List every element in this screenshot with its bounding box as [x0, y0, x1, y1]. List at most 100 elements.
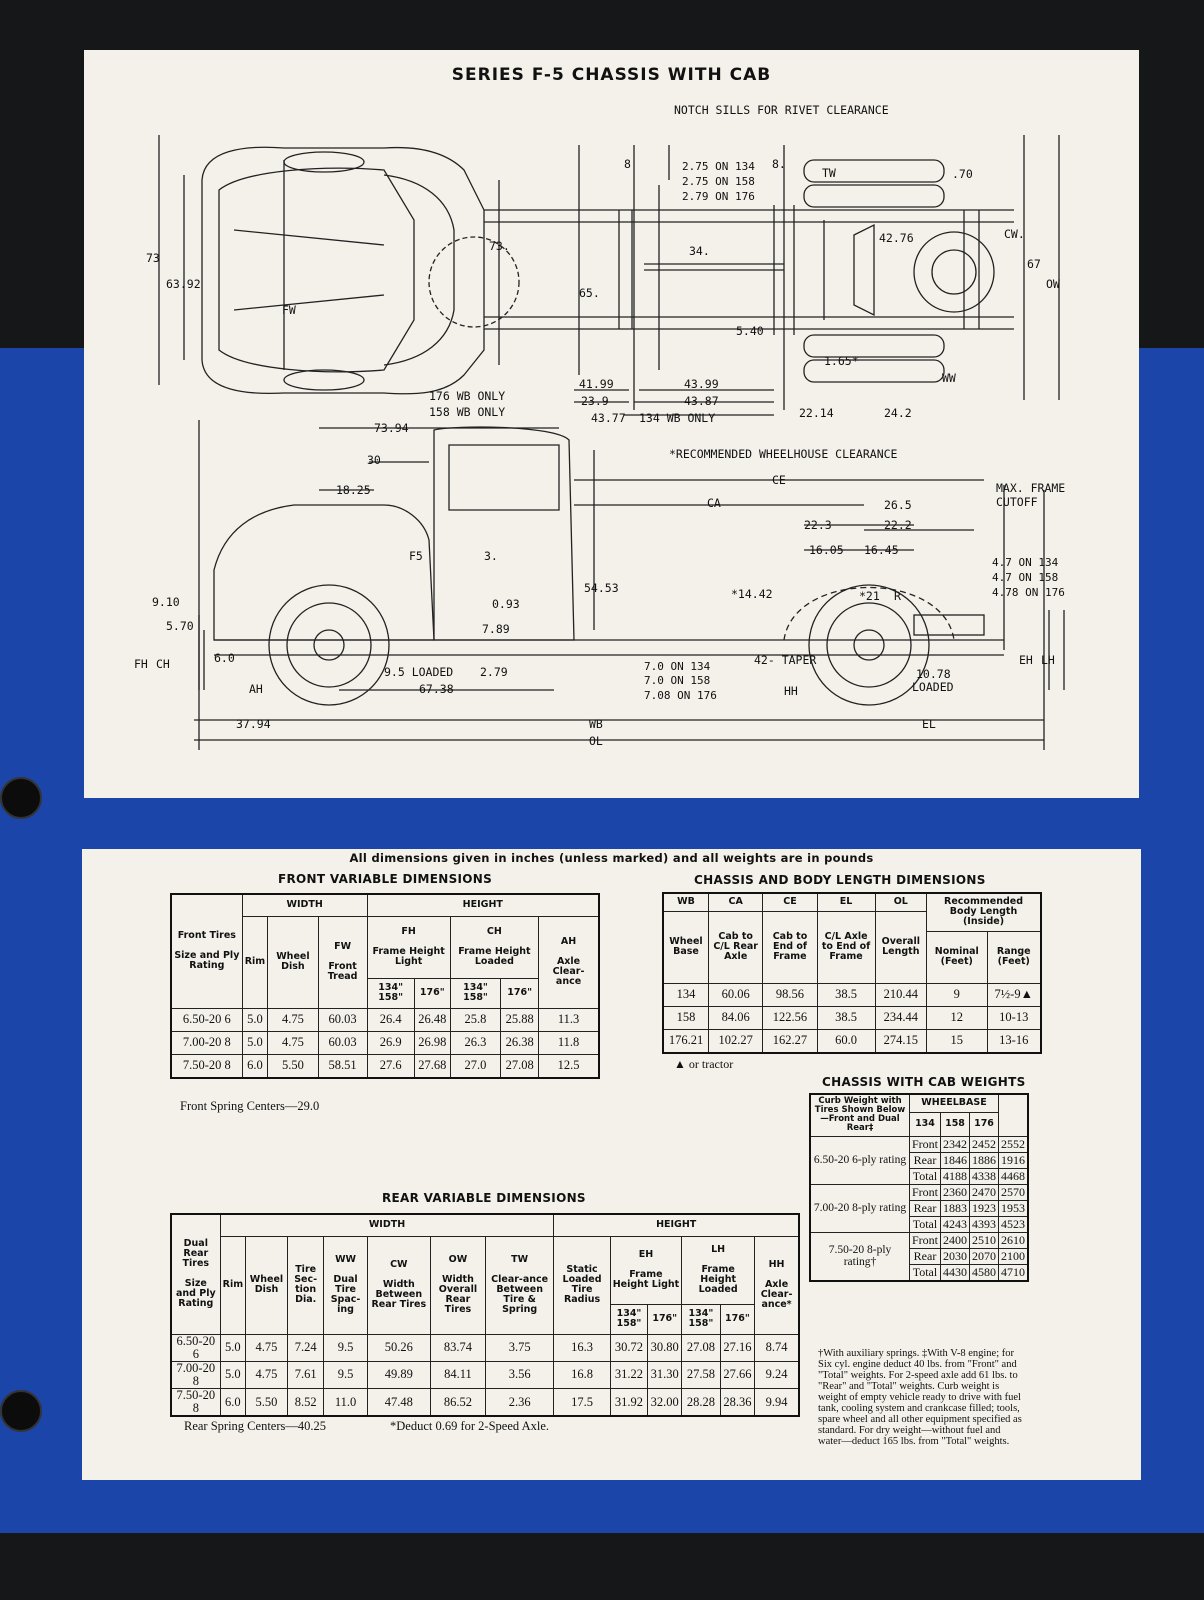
front-cell: 27.68 — [413, 1053, 451, 1078]
f5-label: F5 — [409, 549, 423, 563]
weights-cell: 4468 — [998, 1167, 1029, 1185]
weights-cell: 2070 — [969, 1247, 999, 1265]
chassis-diagram: NOTCH SILLS FOR RIVET CLEARANCE 8 8. 2.7… — [134, 103, 1065, 750]
rear-cell: 6.50-20 6 — [170, 1333, 221, 1362]
dim-4387: 43.87 — [684, 394, 719, 408]
front-cell: 5.0 — [241, 1007, 269, 1032]
hh-label: HH — [784, 684, 798, 698]
front-cell: 4.75 — [267, 1030, 319, 1055]
ow-label: OW — [1046, 277, 1060, 291]
rear-cell: 47.48 — [366, 1388, 431, 1417]
rear-h-static: Static Loaded Tire Radius — [553, 1235, 611, 1335]
fh-label: FH — [134, 657, 148, 671]
rear-cell: 5.0 — [219, 1333, 247, 1362]
rear-cell: 83.74 — [429, 1333, 486, 1362]
front-spring-note: Front Spring Centers—29.0 — [180, 1099, 320, 1113]
front-h-height: HEIGHT — [366, 893, 600, 917]
diagram-labels: NOTCH SILLS FOR RIVET CLEARANCE 8 8. 2.7… — [134, 103, 1065, 748]
front-cell: 58.51 — [317, 1053, 368, 1078]
tw-label: TW — [822, 166, 836, 180]
weights-h-176: 176 — [969, 1111, 999, 1137]
rear-cell: 27.66 — [719, 1360, 756, 1390]
front-cell: 26.9 — [366, 1030, 415, 1055]
front-cell: 26.48 — [413, 1007, 451, 1032]
length-cell: 158 — [662, 1005, 709, 1030]
dim-279b: 2.79 — [480, 665, 508, 679]
length-h-ol-desc: Overall Length — [874, 910, 928, 984]
length-cell: 15 — [926, 1028, 988, 1053]
front-cell: 26.38 — [500, 1030, 540, 1055]
front-h-fh-176: 176" — [413, 977, 451, 1009]
length-h-ce-desc: Cab to End of Frame — [762, 910, 818, 984]
weights-cell: Rear — [908, 1247, 942, 1265]
dim-70-134: 7.0 ON 134 — [644, 660, 711, 673]
weights-tire-cell: 6.50-20 6-ply rating — [809, 1135, 910, 1185]
dim-165: 1.65* — [824, 354, 859, 368]
dim-093: 0.93 — [492, 597, 520, 611]
dim-4199: 41.99 — [579, 377, 614, 391]
front-cell: 26.3 — [449, 1030, 502, 1055]
rear-cell: 5.0 — [219, 1360, 247, 1390]
weights-cell: 1883 — [940, 1199, 970, 1217]
length-h-wb: WB — [662, 892, 709, 912]
loaded-label: LOADED — [912, 680, 954, 694]
dim-4276: 42.76 — [879, 231, 914, 245]
rear-spring-note: Rear Spring Centers—40.25 — [184, 1419, 326, 1433]
rear-cell: 49.89 — [366, 1360, 431, 1390]
front-cell: 26.98 — [413, 1030, 451, 1055]
el-label: EL — [922, 717, 936, 731]
weights-cell: 4710 — [998, 1263, 1029, 1281]
length-cell: 60.06 — [707, 982, 764, 1007]
length-h-range: Range (Feet) — [986, 930, 1042, 984]
dim-570: 5.70 — [166, 619, 194, 633]
weights-cell: 2360 — [940, 1183, 970, 1201]
front-cell: 6.0 — [241, 1053, 269, 1078]
weights-cell: 4338 — [969, 1167, 999, 1185]
rear-cell: 7.61 — [286, 1360, 325, 1390]
weights-cell: Front — [908, 1183, 942, 1201]
weights-cell: Total — [908, 1167, 942, 1185]
length-cell: 10-13 — [986, 1005, 1042, 1030]
weights-cell: Front — [908, 1135, 942, 1153]
front-h-ch-176: 176" — [500, 977, 540, 1009]
rear-h-height: HEIGHT — [553, 1213, 800, 1237]
fw-label: FW — [282, 303, 296, 317]
rear-cell: 50.26 — [366, 1333, 431, 1362]
ah-label: AH — [249, 682, 263, 696]
two-speed-note: *Deduct 0.69 for 2-Speed Axle. — [390, 1419, 549, 1433]
rear-cell: 7.50-20 8 — [170, 1388, 221, 1417]
binder-hole-bottom — [0, 1390, 42, 1432]
weights-footnote: †With auxiliary springs. ‡With V-8 engin… — [818, 1348, 1022, 1448]
wheelhouse-note: *RECOMMENDED WHEELHOUSE CLEARANCE — [669, 447, 898, 461]
rear-cell: 27.58 — [681, 1360, 721, 1390]
dim-478-176: 4.78 ON 176 — [992, 586, 1065, 599]
length-title: CHASSIS AND BODY LENGTH DIMENSIONS — [694, 873, 986, 887]
length-h-ce: CE — [762, 892, 818, 912]
wb-label: WB — [589, 717, 603, 731]
weights-cell: Rear — [908, 1151, 942, 1169]
top-view — [158, 135, 1060, 416]
front-h-ch-134: 134" 158" — [449, 977, 502, 1009]
rear-cell: 30.80 — [647, 1333, 683, 1362]
dim-65: 65. — [579, 286, 600, 300]
rear-h-eh-134: 134" 158" — [609, 1303, 649, 1335]
lh-label: LH — [1041, 653, 1055, 667]
weights-h-curb: Curb Weight with Tires Shown Below—Front… — [809, 1093, 910, 1137]
ol-label: OL — [589, 734, 603, 748]
length-cell: 210.44 — [874, 982, 928, 1007]
rear-cell: 31.30 — [647, 1360, 683, 1390]
length-cell: 12 — [926, 1005, 988, 1030]
weights-cell: 2552 — [998, 1135, 1029, 1153]
dim-1605: 16.05 — [809, 543, 844, 557]
rear-cell: 31.92 — [609, 1388, 649, 1417]
front-cell: 60.03 — [317, 1007, 368, 1032]
